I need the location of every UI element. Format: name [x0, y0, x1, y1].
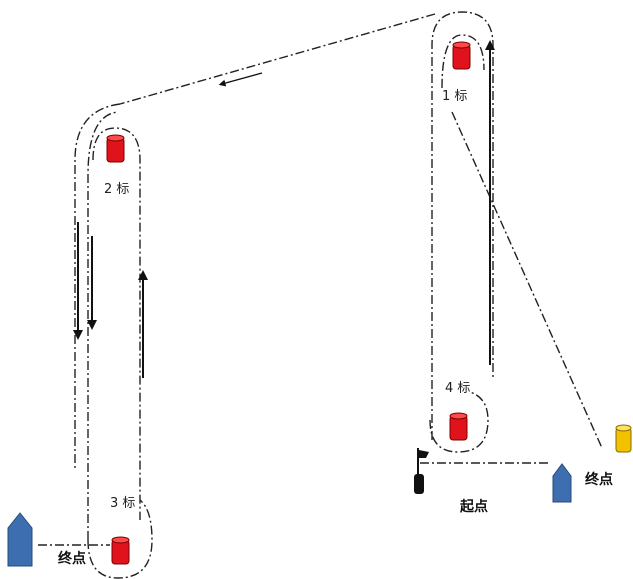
mark4-label: 4 标 — [445, 381, 470, 396]
mark1-buoy-icon — [452, 41, 471, 70]
finish-boat-icon — [7, 512, 33, 567]
mark2-label: 2 标 — [104, 182, 129, 197]
mark4-buoy-icon — [449, 412, 468, 441]
start-label: 起点 — [459, 498, 488, 515]
upwind-leg-right-outer — [431, 11, 494, 440]
start-flag-icon — [414, 448, 429, 494]
finish-buoy-icon — [615, 424, 632, 453]
finish-right-label: 终点 — [585, 471, 613, 488]
left-loop-outer — [74, 103, 121, 470]
mark2-buoy-icon — [106, 134, 125, 163]
arrow-run-leg — [218, 72, 263, 87]
mark4-rounding — [429, 391, 489, 453]
left-loop-mid — [87, 111, 119, 540]
mark3-label: 3 标 — [110, 496, 135, 511]
mark3-buoy-icon — [111, 536, 130, 565]
mark1-label: 1 标 — [442, 89, 467, 104]
diagonal-to-finish — [451, 111, 603, 449]
committee-boat-icon — [552, 463, 572, 503]
mark3-rounding — [87, 499, 153, 579]
mark1-rounding-inner — [441, 34, 485, 89]
run-leg-top — [119, 13, 436, 105]
finish-left-label: 终点 — [58, 550, 86, 567]
